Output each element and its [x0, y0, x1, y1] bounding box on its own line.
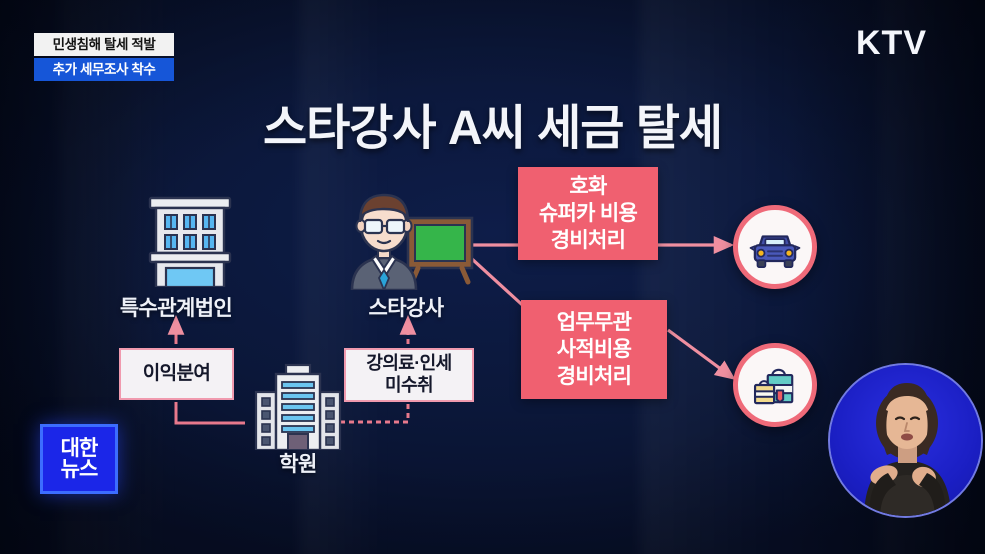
flow-box-private-expense: 업무무관 사적비용 경비처리: [521, 300, 667, 399]
lecturer-chalkboard-icon: [350, 193, 474, 293]
flow-box-private-expense-line-1: 업무무관: [556, 310, 632, 334]
node-label-academy: 학원: [279, 453, 317, 476]
station-logo: 대한 뉴스: [40, 424, 118, 494]
shopping-bags-icon: [753, 368, 794, 405]
box-unpaid-fees-line-1: 강의료·인세: [366, 353, 452, 374]
node-academy: [252, 362, 344, 452]
station-logo-line-2: 뉴스: [60, 458, 99, 481]
box-unpaid-fees: 강의료·인세 미수취: [344, 348, 474, 402]
banner-line-2: 추가 세무조사 착수: [34, 58, 174, 81]
node-label-related-corporation: 특수관계법인: [119, 297, 233, 320]
interpreter-figure: [864, 383, 951, 516]
corner-banner: 민생침해 탈세 적발 추가 세무조사 착수: [34, 33, 174, 81]
sign-language-interpreter: [828, 363, 983, 518]
node-label-star-lecturer: 스타강사: [368, 297, 444, 320]
banner-line-1: 민생침해 탈세 적발: [34, 33, 174, 56]
box-unpaid-fees-line-2: 미수취: [385, 375, 433, 395]
node-star-lecturer: [336, 186, 476, 293]
badge-car: [733, 205, 817, 289]
page-title: 스타강사 A씨 세금 탈세: [262, 102, 723, 155]
box-profit-transfer: 이익분여: [119, 348, 234, 400]
badge-shopping-bags: [733, 343, 817, 427]
car-icon: [749, 235, 801, 268]
ktv-channel-logo: KTV: [856, 24, 927, 62]
flow-box-supercar-line-1: 호화: [569, 174, 607, 198]
flow-box-supercar: 호화 슈퍼카 비용 경비처리: [518, 167, 658, 260]
box-profit-transfer-label: 이익분여: [142, 362, 211, 384]
academy-building-icon: [254, 363, 342, 452]
office-building-icon: [148, 196, 232, 289]
flow-box-supercar-line-3: 경비처리: [550, 229, 626, 253]
flow-box-supercar-line-2: 슈퍼카 비용: [538, 201, 638, 225]
node-related-corporation: [140, 192, 240, 289]
flow-box-private-expense-line-2: 사적비용: [556, 337, 632, 361]
flow-box-private-expense-line-3: 경비처리: [556, 365, 632, 389]
station-logo-line-1: 대한: [60, 436, 99, 460]
